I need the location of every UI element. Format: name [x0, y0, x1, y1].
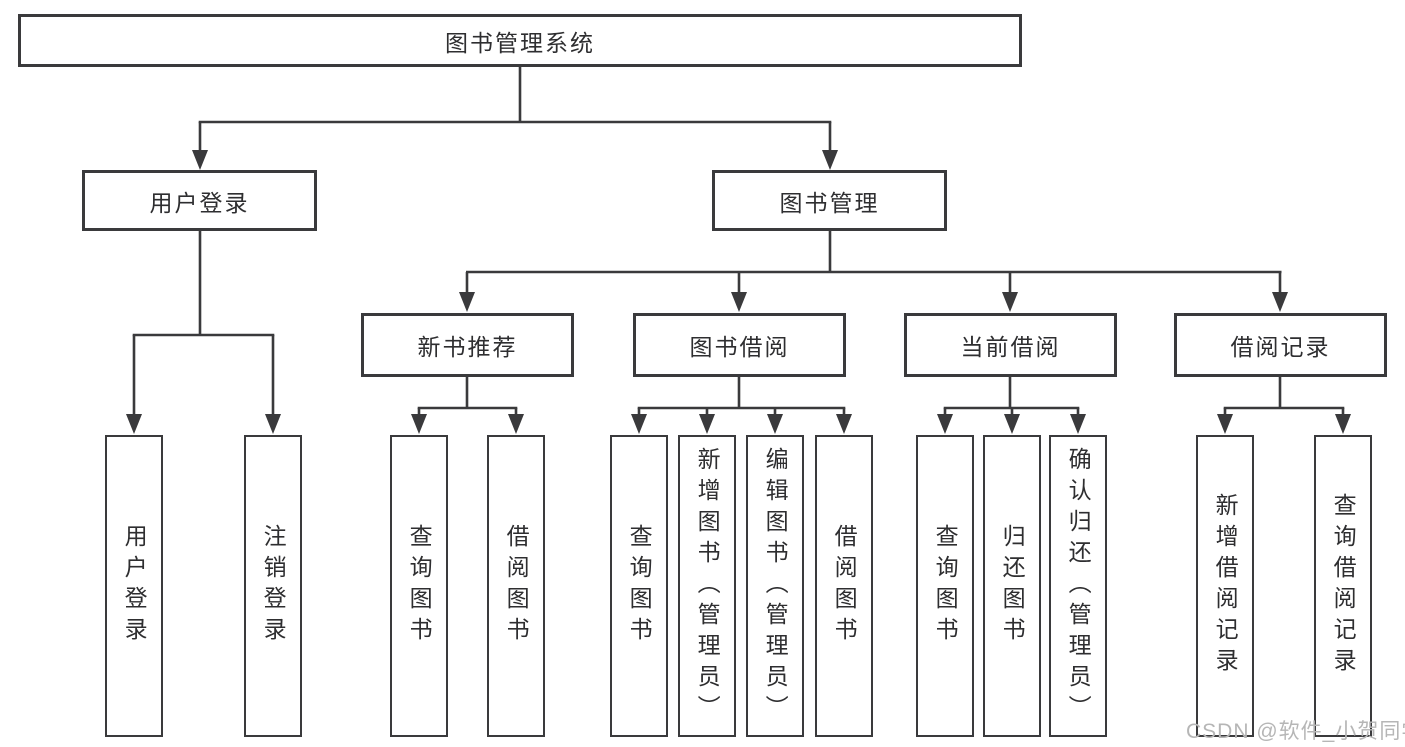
leaf-label: 查询图书 [406, 524, 433, 648]
leaf-label: 注销登录 [260, 524, 287, 648]
leaf-records-add-borrow-record: 新增借阅记录 [1196, 435, 1254, 737]
leaf-label: 查询图书 [932, 524, 959, 648]
node-label: 当前借阅 [960, 334, 1061, 360]
leaf-user-login: 用户登录 [105, 435, 163, 737]
leaf-label: 用户登录 [121, 524, 148, 648]
leaf-current-return-books: 归还图书 [983, 435, 1041, 737]
node-library-management-system: 图书管理系统 [18, 14, 1022, 67]
node-user-login: 用户登录 [82, 170, 317, 231]
node-current-borrowing: 当前借阅 [904, 313, 1117, 377]
leaf-recommend-query-books: 查询图书 [390, 435, 448, 737]
leaf-label: 新增借阅记录 [1212, 493, 1239, 679]
node-label: 图书管理系统 [445, 29, 595, 56]
node-book-borrowing: 图书借阅 [633, 313, 846, 377]
leaf-label: 新增图书（管理员） [694, 446, 721, 726]
leaf-borrowing-borrow-books: 借阅图书 [815, 435, 873, 737]
leaf-label: 查询借阅记录 [1330, 493, 1357, 679]
node-new-book-recommendation: 新书推荐 [361, 313, 574, 377]
leaf-recommend-borrow-books: 借阅图书 [487, 435, 545, 737]
leaf-label: 归还图书 [999, 524, 1026, 648]
leaf-current-confirm-return-admin: 确认归还（管理员） [1049, 435, 1107, 737]
node-book-management: 图书管理 [712, 170, 947, 231]
leaf-borrowing-add-books-admin: 新增图书（管理员） [678, 435, 736, 737]
leaf-label: 借阅图书 [831, 524, 858, 648]
leaf-label: 借阅图书 [503, 524, 530, 648]
leaf-borrowing-edit-books-admin: 编辑图书（管理员） [746, 435, 804, 737]
node-label: 用户登录 [149, 189, 250, 216]
leaf-label: 编辑图书（管理员） [762, 446, 789, 726]
leaf-label: 确认归还（管理员） [1065, 446, 1092, 726]
leaf-logout: 注销登录 [244, 435, 302, 737]
node-label: 图书借阅 [689, 334, 790, 360]
leaf-current-query-books: 查询图书 [916, 435, 974, 737]
leaf-label: 查询图书 [626, 524, 653, 648]
csdn-watermark: CSDN @软件_小贺同学 [1186, 720, 1405, 743]
node-borrowing-records: 借阅记录 [1174, 313, 1387, 377]
node-label: 图书管理 [779, 189, 880, 216]
leaf-records-query-borrow-record: 查询借阅记录 [1314, 435, 1372, 737]
leaf-borrowing-query-books: 查询图书 [610, 435, 668, 737]
node-label: 借阅记录 [1230, 334, 1331, 360]
node-label: 新书推荐 [417, 334, 518, 360]
